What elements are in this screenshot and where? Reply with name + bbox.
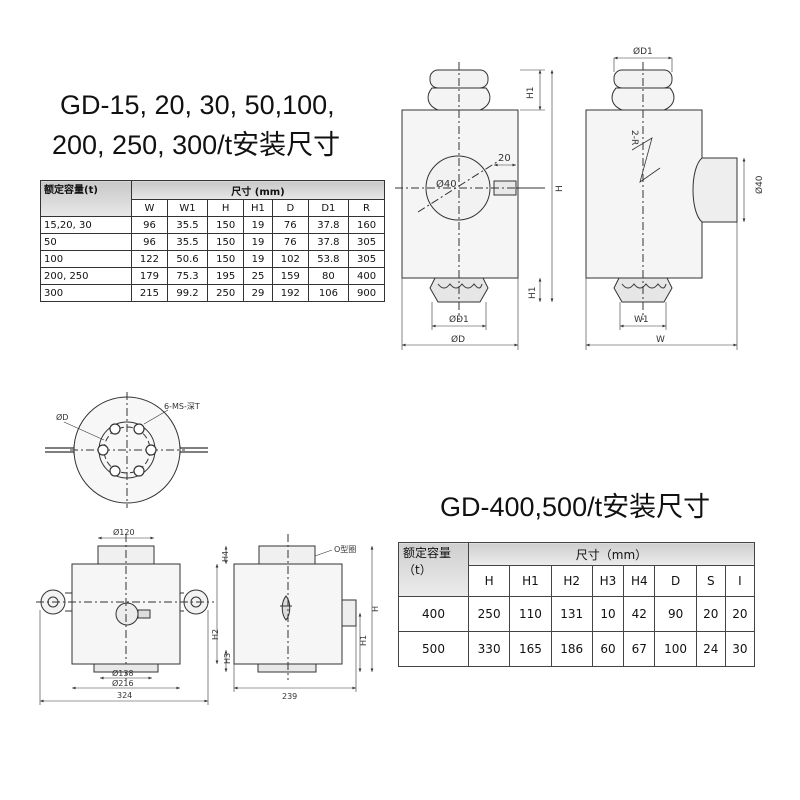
plan-od-label: ØD bbox=[56, 412, 68, 422]
dimensions-table-small: 额定容量(t) 尺寸 (mm) W W1 H H1 D D1 R 15,20, … bbox=[40, 180, 385, 302]
dim-side-hole: Ø40 bbox=[754, 175, 765, 194]
dim-d138: Ø138 bbox=[112, 668, 134, 678]
dim-h3: H3 bbox=[223, 653, 232, 664]
col-header: H bbox=[207, 199, 245, 217]
dim-od1: ØD1 bbox=[449, 314, 469, 325]
front-view-drawing bbox=[395, 62, 554, 350]
dim-pin: 20 bbox=[498, 153, 511, 164]
bolt-holes-label: 6-MS-深T bbox=[164, 402, 200, 411]
dims-header: 尺寸（mm） bbox=[468, 542, 755, 566]
dim-large-h: H bbox=[371, 606, 380, 612]
side-view-drawing bbox=[585, 56, 746, 350]
dim-h1-bottom: H1 bbox=[528, 287, 538, 300]
dim-top-dia: Ø120 bbox=[113, 527, 135, 537]
dim-w: W bbox=[656, 335, 665, 345]
large-front-view-drawing bbox=[36, 534, 214, 705]
dim-width-239: 239 bbox=[282, 692, 297, 701]
col-header: H1 bbox=[509, 565, 552, 597]
dims-header: 尺寸 (mm) bbox=[131, 180, 385, 200]
col-header: S bbox=[695, 565, 726, 597]
o-ring-label: O型圈 bbox=[334, 545, 356, 554]
col-header: H4 bbox=[623, 565, 656, 597]
col-header: D bbox=[654, 565, 697, 597]
col-header: R bbox=[348, 199, 385, 217]
dim-h4: H4 bbox=[221, 551, 230, 562]
hole-diameter-label: Ø40 bbox=[436, 178, 457, 190]
dim-side-od1: ØD1 bbox=[633, 46, 653, 57]
col-header: I bbox=[724, 565, 756, 597]
dim-h2: H2 bbox=[211, 629, 220, 640]
title-small-models-line2: 200, 250, 300/t安装尺寸 bbox=[52, 130, 341, 160]
dimensions-table-large: 额定容量（t） 尺寸（mm） H H1 H2 H3 H4 D S I 400 2… bbox=[398, 542, 756, 667]
dim-w1: W1 bbox=[634, 315, 649, 325]
dim-od: ØD bbox=[451, 334, 465, 345]
dim-large-h1: H1 bbox=[359, 635, 368, 646]
title-large-models: GD-400,500/t安装尺寸 bbox=[440, 492, 711, 522]
dim-d216: Ø216 bbox=[112, 678, 134, 688]
title-small-models-line1: GD-15, 20, 30, 50,100, bbox=[60, 90, 335, 120]
dim-width-324: 324 bbox=[117, 691, 132, 700]
plan-view-drawing bbox=[45, 392, 208, 508]
col-header: H2 bbox=[550, 565, 593, 597]
radius-label: 2-R bbox=[629, 130, 639, 145]
dim-h1-top: H1 bbox=[526, 87, 536, 100]
large-side-view-drawing bbox=[215, 534, 374, 692]
dim-h: H bbox=[555, 185, 565, 192]
